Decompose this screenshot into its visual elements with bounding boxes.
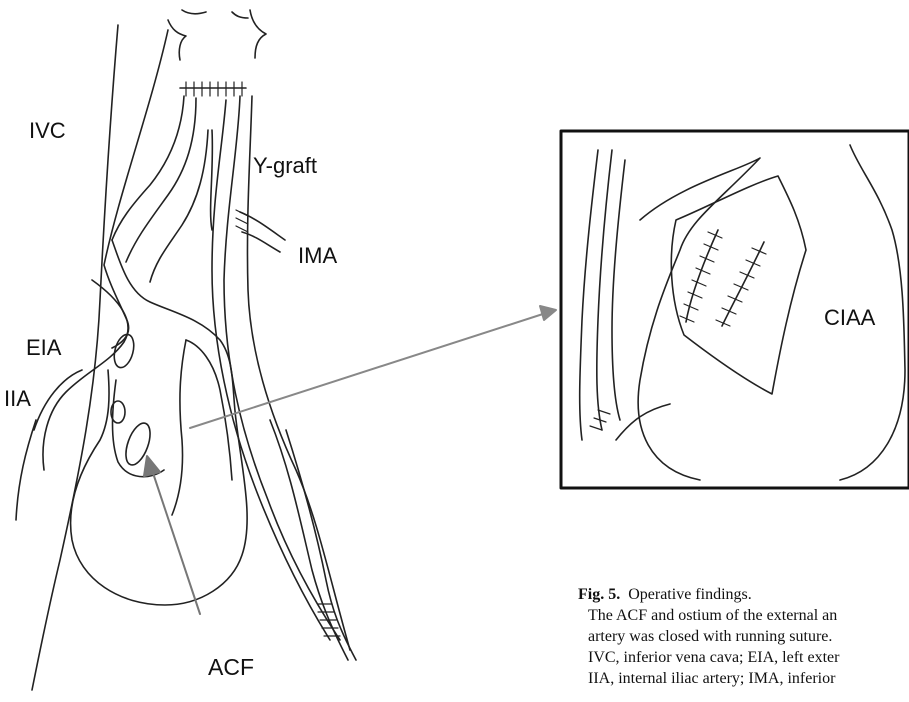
caption-title: Operative findings. bbox=[628, 586, 752, 603]
caption-line-4: IIA, internal iliac artery; IMA, inferio… bbox=[578, 668, 909, 689]
graft-line-3 bbox=[150, 130, 208, 282]
aorta-stump-left bbox=[168, 20, 186, 60]
inset-vessel-2 bbox=[597, 150, 612, 430]
label-ciaa: CIAA bbox=[824, 305, 875, 331]
ostium-1 bbox=[111, 332, 137, 370]
label-acf: ACF bbox=[208, 654, 254, 681]
caption-fig-label: Fig. 5. bbox=[578, 586, 620, 603]
inset-vessel-3 bbox=[612, 160, 625, 420]
graft-line-1 bbox=[112, 96, 184, 240]
inset-suture-left-stitches bbox=[680, 232, 722, 322]
label-eia: EIA bbox=[26, 335, 61, 361]
inset-sac-outer bbox=[638, 158, 760, 480]
eia-branch bbox=[16, 420, 36, 520]
right-limb-1 bbox=[270, 420, 348, 660]
label-ima: IMA bbox=[298, 243, 337, 269]
aorta-stump-right bbox=[250, 10, 266, 58]
aorta-top-right bbox=[232, 12, 248, 18]
graft-line-7 bbox=[211, 130, 213, 230]
sac-inner-right bbox=[186, 340, 232, 480]
graft-line-2 bbox=[126, 98, 196, 262]
inset-suture-right-stitches bbox=[716, 248, 766, 326]
inset-vessel-1 bbox=[580, 150, 598, 440]
caption-line-1: The ACF and ostium of the external an bbox=[578, 605, 909, 626]
iliac-bulge bbox=[43, 280, 128, 470]
aorta-top-left bbox=[182, 10, 206, 14]
figure-caption: Fig. 5. Operative findings. The ACF and … bbox=[578, 584, 909, 689]
inset-opening bbox=[671, 176, 806, 394]
caption-line-3: IVC, inferior vena cava; EIA, left exter bbox=[578, 647, 909, 668]
graft-line-6 bbox=[247, 96, 350, 650]
inset-pointer-arrow bbox=[190, 306, 556, 428]
sac-inner-left bbox=[172, 340, 186, 515]
inset-suture-right bbox=[722, 242, 764, 326]
label-iia: IIA bbox=[4, 386, 31, 412]
ima-branch-top bbox=[240, 212, 285, 240]
graft-line-5 bbox=[212, 100, 330, 640]
label-ivc: IVC bbox=[29, 118, 66, 144]
inset-vessel-sutures bbox=[590, 410, 610, 430]
label-y-graft: Y-graft bbox=[253, 153, 317, 179]
iia-branch bbox=[34, 370, 82, 430]
acf-arrow bbox=[144, 456, 200, 614]
inset-suture-left bbox=[686, 230, 718, 322]
proximal-suture-stitches bbox=[186, 82, 242, 96]
caption-line-2: artery was closed with running suture. bbox=[578, 626, 909, 647]
ima-sutures bbox=[236, 210, 248, 232]
aneurysm-sac bbox=[71, 240, 248, 605]
